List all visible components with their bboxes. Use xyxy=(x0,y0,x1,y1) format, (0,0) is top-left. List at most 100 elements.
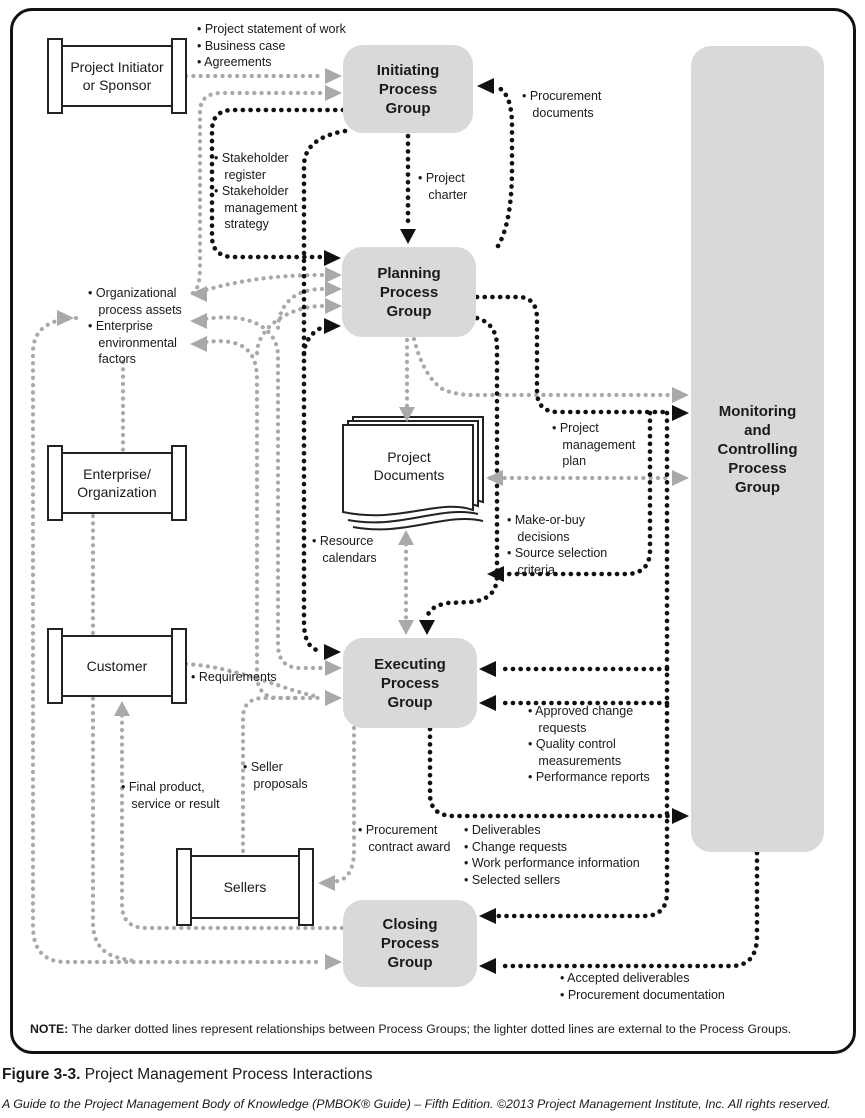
connector-enterprise-to-closing xyxy=(90,513,139,964)
figure-number: Figure 3-3. xyxy=(2,1066,81,1083)
arrowhead xyxy=(487,566,504,582)
arrowhead xyxy=(318,875,335,891)
arrowhead xyxy=(324,318,341,334)
arrowhead xyxy=(325,68,342,84)
arrowhead xyxy=(325,85,342,101)
arrowhead xyxy=(672,387,689,403)
entity-label: Sellers xyxy=(223,879,267,895)
sellers-box: Sellers xyxy=(176,848,314,926)
label-stakeholder-register: • Stakeholder register • Stakeholder man… xyxy=(214,151,298,231)
connector-assets-to-executing-b xyxy=(196,339,325,701)
monitoring-controlling-process-group-box: Monitoring and Controlling Process Group xyxy=(691,46,824,852)
entity-label: Enterprise/ Organization xyxy=(77,466,157,500)
label-org-process-assets: • Organizational process assets • Enterp… xyxy=(88,286,182,366)
connector-closing-to-customer xyxy=(119,703,345,931)
arrowhead xyxy=(672,405,689,421)
arrowhead xyxy=(325,298,342,314)
connector-planning-assets-b xyxy=(275,286,325,333)
label-procurement-documents: • Procurement documents xyxy=(522,89,602,120)
figure-title: Project Management Process Interactions xyxy=(80,1066,373,1083)
initiating-process-group-box: Initiating Process Group xyxy=(343,45,473,133)
entity-right-bar xyxy=(171,38,187,114)
arrowheads-light xyxy=(57,68,689,970)
arrowhead xyxy=(190,286,207,302)
arrowhead xyxy=(419,620,435,635)
diagram-note: NOTE: The darker dotted lines represent … xyxy=(30,1022,830,1036)
source-attribution: A Guide to the Project Management Body o… xyxy=(2,1097,831,1111)
arrowhead xyxy=(400,229,416,244)
connector-deliverables xyxy=(427,726,673,819)
entity-right-bar xyxy=(298,848,314,926)
arrowhead xyxy=(399,407,415,422)
project-documents-icon xyxy=(342,416,484,531)
arrowhead xyxy=(57,310,74,326)
arrowhead xyxy=(398,530,414,545)
connector-seller-proposals xyxy=(240,695,303,854)
connector-left-outer-loop xyxy=(30,315,325,965)
entity-left-bar xyxy=(47,445,63,521)
arrowhead xyxy=(325,660,342,676)
arrowhead xyxy=(479,695,496,711)
note-prefix: NOTE: xyxy=(30,1022,69,1036)
label-accepted-deliverables: • Accepted deliverables • Procurement do… xyxy=(560,971,725,1002)
diagram-border xyxy=(10,8,856,1054)
connectors-light xyxy=(30,73,673,965)
arrowhead xyxy=(325,690,342,706)
label-resource-calendars: • Resource calendars xyxy=(312,534,377,565)
label-requirements: • Requirements xyxy=(191,670,277,684)
connector-planning-to-monitoring-light xyxy=(411,336,673,398)
connector-assets-to-executing-a xyxy=(196,315,325,671)
entity-left-bar xyxy=(47,628,63,704)
connector-monitoring-branch-a xyxy=(503,410,653,577)
arrowhead xyxy=(325,267,342,283)
entity-label: Project Initiator or Sponsor xyxy=(70,59,164,93)
arrowhead xyxy=(479,661,496,677)
entity-right-bar xyxy=(171,445,187,521)
connector-branch-to-planning xyxy=(301,324,327,357)
entity-label: Customer xyxy=(86,658,148,674)
executing-process-group-box: Executing Process Group xyxy=(343,638,477,728)
arrowhead xyxy=(479,958,496,974)
arrowhead xyxy=(324,644,341,660)
project-documents-label: Project Documents xyxy=(373,449,445,483)
arrowhead xyxy=(672,808,689,824)
connector-lines-layer xyxy=(30,68,760,974)
customer-box: Customer xyxy=(47,628,187,704)
connector-accepted-deliverables xyxy=(495,850,760,969)
connector-initiating-to-executing xyxy=(301,128,348,654)
entity-left-bar xyxy=(176,848,192,926)
arrowhead xyxy=(190,336,207,352)
arrowhead xyxy=(672,470,689,486)
arrowhead xyxy=(190,313,207,329)
label-procurement-contract-award: • Procurement contract award xyxy=(358,823,451,854)
planning-process-group-box: Planning Process Group xyxy=(342,247,476,337)
connector-planning-assets-c xyxy=(254,303,325,357)
label-project-management-plan: • Project management plan xyxy=(552,421,636,468)
project-initiator-sponsor-box: Project Initiator or Sponsor xyxy=(47,38,187,114)
arrowhead xyxy=(477,78,494,94)
arrowhead xyxy=(114,701,130,716)
connector-make-or-buy xyxy=(424,315,500,621)
label-final-product: • Final product, service or result xyxy=(121,780,220,811)
connector-monitoring-to-closing xyxy=(495,410,670,919)
connector-pm-plan xyxy=(474,294,673,415)
arrowhead xyxy=(398,620,414,635)
arrowheads-dark xyxy=(324,78,689,974)
label-project-charter: • Project charter xyxy=(418,171,468,202)
arrowhead xyxy=(325,281,342,297)
connectors-dark xyxy=(209,83,760,969)
label-seller-proposals: • Seller proposals xyxy=(243,760,308,791)
closing-process-group-box: Closing Process Group xyxy=(343,900,477,987)
label-deliverables: • Deliverables • Change requests • Work … xyxy=(464,823,640,887)
connector-assets-to-initiating xyxy=(190,90,325,296)
note-text: The darker dotted lines represent relati… xyxy=(68,1022,792,1036)
entity-left-bar xyxy=(47,38,63,114)
label-statement-of-work: • Project statement of work • Business c… xyxy=(197,22,346,69)
arrowhead xyxy=(486,470,503,486)
connector-procurement-documents xyxy=(491,83,515,249)
connector-contract-award xyxy=(319,725,357,886)
enterprise-organization-box: Enterprise/ Organization xyxy=(47,445,187,521)
arrowhead xyxy=(324,250,341,266)
label-approved-change-requests: • Approved change requests • Quality con… xyxy=(528,704,650,784)
